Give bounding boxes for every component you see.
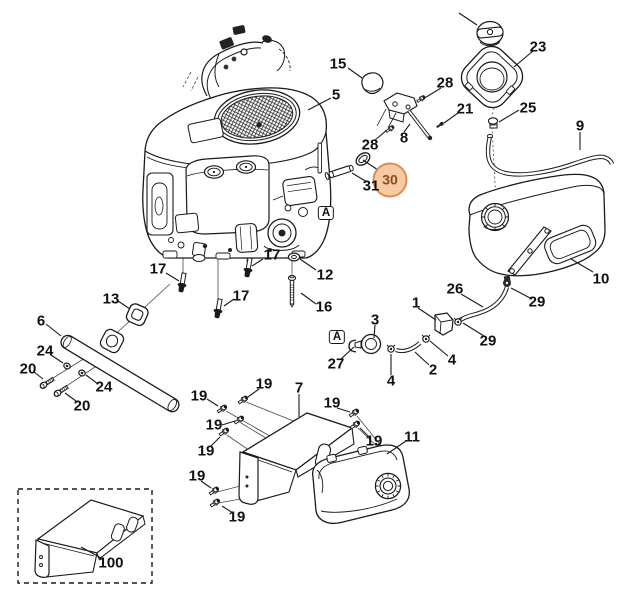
part-callout-28-bottom[interactable]: 28 [361, 136, 379, 154]
part-callout-20-lower[interactable]: 20 [73, 397, 91, 415]
part-callout-12[interactable]: 12 [316, 266, 334, 284]
clamp-4-right-drawing [421, 334, 431, 343]
engine-drawing [142, 87, 332, 262]
part-callout-17-left[interactable]: 17 [149, 260, 167, 278]
fuel-tank-10-drawing [468, 173, 606, 277]
screw-28-top-drawing [415, 94, 427, 105]
part-callout-19-7[interactable]: 19 [188, 467, 206, 485]
clamp-4-left-drawing [386, 344, 396, 353]
part-callout-3[interactable]: 3 [370, 311, 380, 329]
clamp-29-valve-drawing [453, 317, 463, 326]
part-callout-19-2[interactable]: 19 [190, 387, 208, 405]
part-callout-26[interactable]: 26 [446, 280, 464, 298]
primer-valve-3-drawing [354, 333, 382, 355]
part-callout-9[interactable]: 9 [575, 117, 585, 135]
stud-31-drawing [324, 164, 354, 180]
part-callout-19-1[interactable]: 19 [255, 375, 273, 393]
fuel-line-9-drawing [485, 133, 615, 177]
part-callout-19-8[interactable]: 19 [228, 508, 246, 526]
part-callout-29-tank[interactable]: 29 [528, 293, 546, 311]
washer-24-upper-drawing [62, 361, 72, 371]
part-callout-4-right[interactable]: 4 [447, 351, 457, 369]
part-callout-A-valve: A [328, 330, 346, 344]
part-callout-21[interactable]: 21 [456, 100, 474, 118]
part-callout-20-upper[interactable]: 20 [19, 360, 37, 378]
part-callout-19-5[interactable]: 19 [323, 394, 341, 412]
part-callout-15[interactable]: 15 [329, 55, 347, 73]
tube-6-drawing [60, 328, 180, 413]
part-callout-2[interactable]: 2 [428, 361, 438, 379]
part-callout-19-6[interactable]: 19 [365, 432, 383, 450]
air-filter-bezel-23-drawing [460, 45, 524, 109]
fuel-valve-1-drawing [434, 312, 454, 336]
accessory-frame [17, 488, 153, 584]
bolt-20-upper-drawing [38, 375, 56, 391]
bolt-17-low-drawing [211, 297, 226, 320]
part-callout-4-left[interactable]: 4 [386, 372, 396, 390]
bolt-16-drawing [287, 274, 297, 308]
part-callout-100[interactable]: 100 [98, 554, 124, 572]
screw-21-drawing [436, 121, 444, 129]
hose-26-drawing [455, 286, 510, 324]
part-callout-7[interactable]: 7 [294, 379, 304, 397]
part-callout-16[interactable]: 16 [315, 298, 333, 316]
grommet-25-drawing [487, 117, 499, 129]
washer-24-lower-drawing [77, 368, 87, 378]
part-callout-17-mid[interactable]: 17 [263, 246, 281, 264]
part-callout-31[interactable]: 31 [362, 177, 380, 195]
part-callout-28-top[interactable]: 28 [436, 74, 454, 92]
bolt-20-lower-drawing [52, 383, 70, 399]
hose-2-drawing [395, 341, 422, 354]
part-callout-1[interactable]: 1 [411, 294, 421, 312]
part-callout-27[interactable]: 27 [327, 355, 345, 373]
bolt-17-left-drawing [175, 271, 190, 294]
bracket-8-drawing [376, 92, 433, 141]
part-callout-24-upper[interactable]: 24 [36, 342, 54, 360]
wiring-harness-drawing [201, 25, 291, 100]
part-callout-30[interactable]: 30 [372, 162, 408, 198]
part-callout-19-3[interactable]: 19 [205, 416, 223, 434]
cover-100-drawing [34, 499, 146, 578]
part-callout-23[interactable]: 23 [529, 38, 547, 56]
leader-lines [33, 12, 594, 560]
part-callout-13[interactable]: 13 [102, 290, 120, 308]
part-callout-19-4[interactable]: 19 [197, 442, 215, 460]
grommet-13-drawing [125, 303, 149, 327]
air-filter-knob-drawing [476, 20, 504, 47]
screw-28-bottom-drawing [384, 124, 396, 135]
cap-15-drawing [361, 72, 384, 95]
clamp-29-tank-drawing [503, 275, 511, 287]
washer-12-drawing [287, 252, 301, 262]
part-callout-29-valve[interactable]: 29 [479, 332, 497, 350]
part-callout-25[interactable]: 25 [519, 99, 537, 117]
muffler-11-drawing [311, 444, 410, 525]
part-callout-8[interactable]: 8 [399, 129, 409, 147]
part-callout-A-engine: A [317, 206, 335, 220]
part-callout-5[interactable]: 5 [331, 86, 341, 104]
part-callout-17-low[interactable]: 17 [232, 287, 250, 305]
bolt-17-mid-drawing [241, 256, 256, 279]
part-callout-11[interactable]: 11 [404, 428, 420, 446]
part-callout-10[interactable]: 10 [592, 270, 610, 288]
part-callout-6[interactable]: 6 [36, 312, 46, 330]
part-callout-24-lower[interactable]: 24 [95, 378, 113, 396]
